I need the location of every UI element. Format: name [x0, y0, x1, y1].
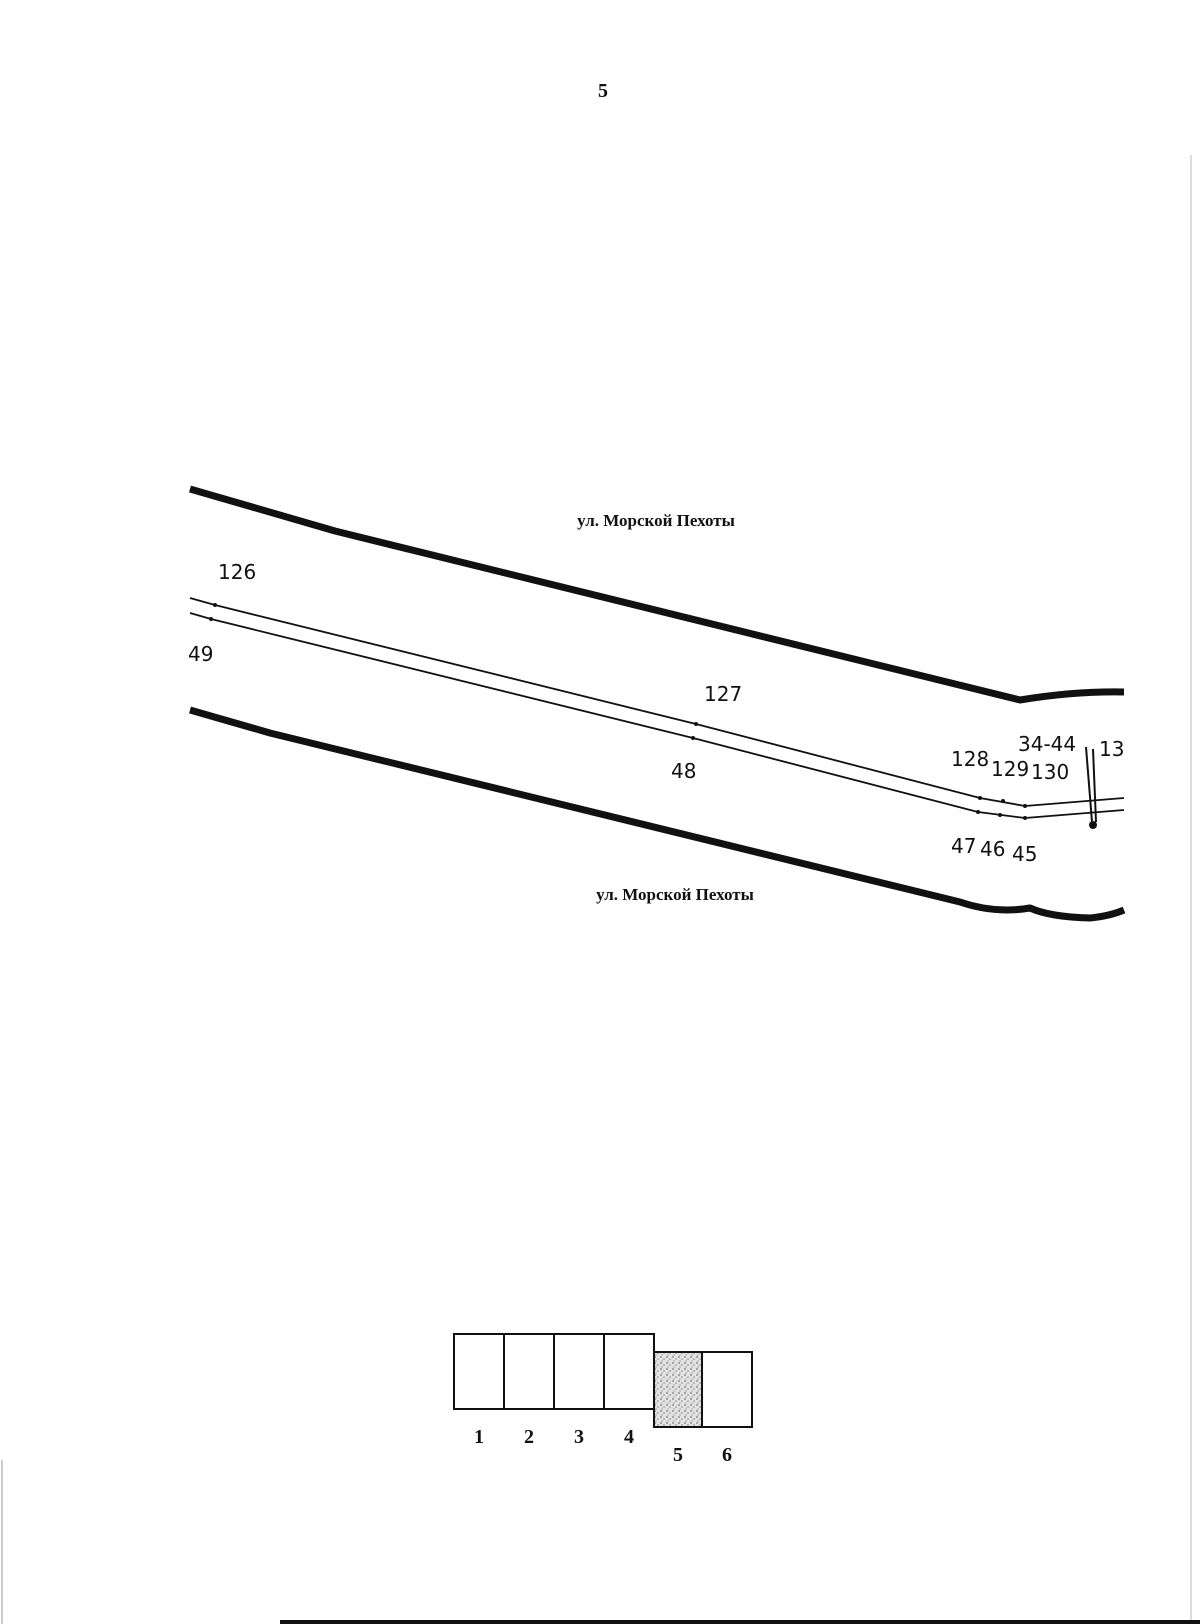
sheet-index: [453, 1333, 753, 1428]
street-boundary-bottom: [189, 706, 1126, 922]
vertex-point: [1023, 816, 1027, 820]
vertex-point: [691, 736, 695, 740]
point-label-128: 128: [951, 747, 989, 771]
bottom-edge-bar: [280, 1620, 1200, 1624]
sheet-label: 1: [474, 1426, 484, 1448]
boundary-point-marker: [1089, 821, 1097, 829]
sheet-label: 6: [722, 1444, 732, 1466]
vertex-point: [694, 722, 698, 726]
boundary-tick: [1085, 746, 1097, 823]
sheet-label: 3: [574, 1426, 584, 1448]
sheet-cell-5-current: [653, 1351, 703, 1428]
vertex-point: [998, 813, 1002, 817]
point-label-49: 49: [188, 642, 213, 666]
sheet-label: 5: [673, 1444, 683, 1466]
street-label-bottom: ул. Морской Пехоты: [596, 885, 754, 904]
point-label-129: 129: [991, 757, 1029, 781]
vertex-point: [1001, 799, 1005, 803]
street-label-top: ул. Морской Пехоты: [577, 511, 735, 530]
point-label-34-44: 34-44: [1018, 732, 1076, 756]
sheet-label: 4: [624, 1426, 634, 1448]
vertex-point: [978, 796, 982, 800]
sheet-cell-4: [603, 1333, 655, 1410]
page-number: 5: [598, 80, 608, 102]
sheet-label: 2: [524, 1426, 534, 1448]
point-label-45: 45: [1012, 842, 1037, 866]
point-label-47: 47: [951, 834, 976, 858]
sheet-cell-2: [503, 1333, 555, 1410]
vertex-point: [976, 810, 980, 814]
parcel-line-lower: [189, 612, 1125, 819]
sheet-cell-6: [701, 1351, 753, 1428]
point-label-46: 46: [980, 837, 1005, 861]
point-label-127: 127: [704, 682, 742, 706]
vertex-point: [213, 603, 217, 607]
sheet-cell-3: [553, 1333, 605, 1410]
point-label-126: 126: [218, 560, 256, 584]
vertex-point: [1023, 804, 1027, 808]
vertex-point: [209, 617, 213, 621]
sheet-index-labels: 1 2 3 4 5 6: [474, 1426, 732, 1466]
point-label-13: 13: [1099, 737, 1124, 761]
street-boundary-top: [189, 485, 1125, 704]
parcel-line-upper: [189, 597, 1125, 807]
sheet-cell-1: [453, 1333, 505, 1410]
point-label-48: 48: [671, 759, 696, 783]
point-label-130: 130: [1031, 760, 1069, 784]
